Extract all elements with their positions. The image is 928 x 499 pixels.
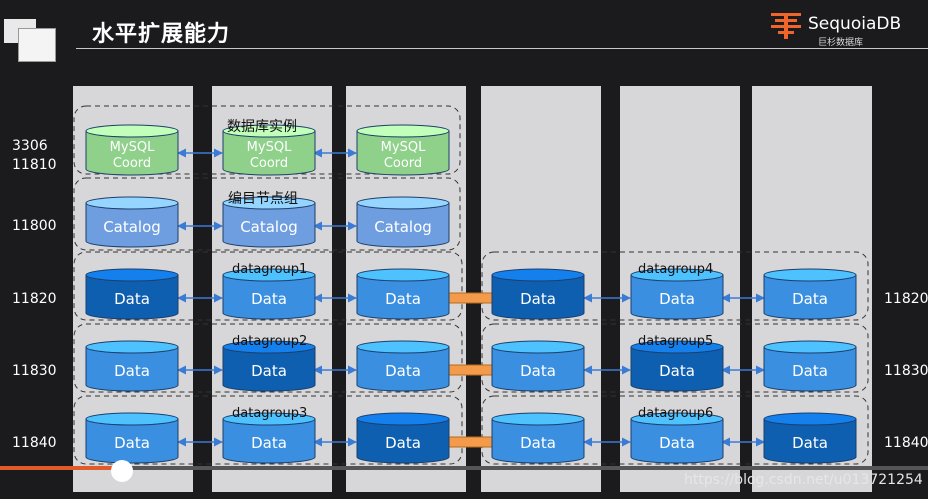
data-node-dg3-3: Data [356,412,450,464]
catalog-node-3: Catalog [356,196,450,248]
group-label-coord: 数据库实例 [227,119,297,135]
data-node-dg3-1: Data [85,412,179,464]
video-progress-handle[interactable] [111,460,133,482]
data-node-dg2-2-label: Data [251,362,287,380]
group-frame-catalog [73,177,461,251]
watermark-url: https://blog.csdn.net/u013721254 [684,472,923,488]
group-frame-dg5 [481,323,869,393]
data-node-dg5-1-label: Data [520,362,556,380]
group-frame-dg4 [481,251,869,321]
data-node-dg2-2: Data [222,340,316,392]
data-node-dg2-3-label: Data [385,362,421,380]
data-node-dg5-3-label: Data [792,362,828,380]
data-node-dg6-3: Data [763,412,857,464]
port-label-dg6: 11840 [884,435,928,451]
catalog-node-2-label: Catalog [240,218,298,236]
port-label-dg3: 11840 [12,435,57,451]
data-node-dg4-3: Data [763,268,857,320]
data-node-dg4-2-label: Data [659,290,695,308]
data-node-dg1-1: Data [85,268,179,320]
port-label-dg1: 11820 [12,291,57,307]
data-node-dg3-2-label: Data [251,434,287,452]
group-label-catalog: 编目节点组 [228,191,298,207]
data-node-dg6-3-label: Data [792,434,828,452]
mysql-coord-node-2-label: Coord [250,156,288,171]
port-label-dg4: 11820 [884,291,928,307]
page-title: 水平扩展能力 [92,22,231,47]
video-progress-fill [0,466,122,470]
data-node-dg1-3-label: Data [385,290,421,308]
data-node-dg6-2: Data [630,412,724,464]
video-progress-track[interactable] [0,466,928,470]
data-node-dg6-1: Data [491,412,585,464]
catalog-node-3-label: Catalog [374,218,432,236]
group-label-dg2: datagroup2 [232,334,308,349]
port-label-coord: 3306 11810 [12,138,57,173]
group-frame-dg1 [73,251,463,321]
logo-square-2 [18,28,56,62]
mysql-coord-node-2-label: MySQL [247,140,292,155]
data-node-dg3-1-label: Data [114,434,150,452]
data-node-dg1-3: Data [356,268,450,320]
data-node-dg2-1-label: Data [114,362,150,380]
data-node-dg2-1: Data [85,340,179,392]
group-label-dg5: datagroup5 [638,334,714,349]
mysql-coord-node-1-label: MySQL [110,140,155,155]
mysql-coord-node-3-label: Coord [384,156,422,171]
port-label-dg2: 11830 [12,363,57,379]
port-label-catalog: 11800 [12,218,57,234]
group-frame-dg2 [73,323,463,393]
group-label-dg6: datagroup6 [638,406,714,421]
group-label-dg3: datagroup3 [232,406,308,421]
catalog-node-1-label: Catalog [103,218,161,236]
data-node-dg6-1-label: Data [520,434,556,452]
mysql-coord-node-1-label: Coord [113,156,151,171]
data-node-dg5-1: Data [491,340,585,392]
data-node-dg3-3-label: Data [385,434,421,452]
data-node-dg4-1-label: Data [520,290,556,308]
catalog-node-2: Catalog [222,196,316,248]
data-node-dg5-2: Data [630,340,724,392]
data-node-dg1-1-label: Data [114,290,150,308]
group-frame-dg3 [73,395,463,465]
data-node-dg5-2-label: Data [659,362,695,380]
data-node-dg2-3: Data [356,340,450,392]
catalog-node-1: Catalog [85,196,179,248]
mysql-coord-node-3-label: MySQL [381,140,426,155]
title-divider [76,48,928,49]
data-node-dg4-3-label: Data [792,290,828,308]
group-frame-dg6 [481,395,869,465]
data-node-dg3-2: Data [222,412,316,464]
data-node-dg1-2-label: Data [251,290,287,308]
port-label-dg5: 11830 [884,363,928,379]
sequoiadb-logo-icon [771,13,801,39]
data-node-dg5-3: Data [763,340,857,392]
data-node-dg4-2: Data [630,268,724,320]
group-label-dg4: datagroup4 [638,262,714,277]
data-node-dg1-2: Data [222,268,316,320]
data-node-dg6-2-label: Data [659,434,695,452]
group-label-dg1: datagroup1 [232,262,308,277]
logo-name: SequoiaDB [808,14,902,34]
data-node-dg4-1: Data [491,268,585,320]
logo-subtitle: 巨杉数据库 [818,38,864,48]
